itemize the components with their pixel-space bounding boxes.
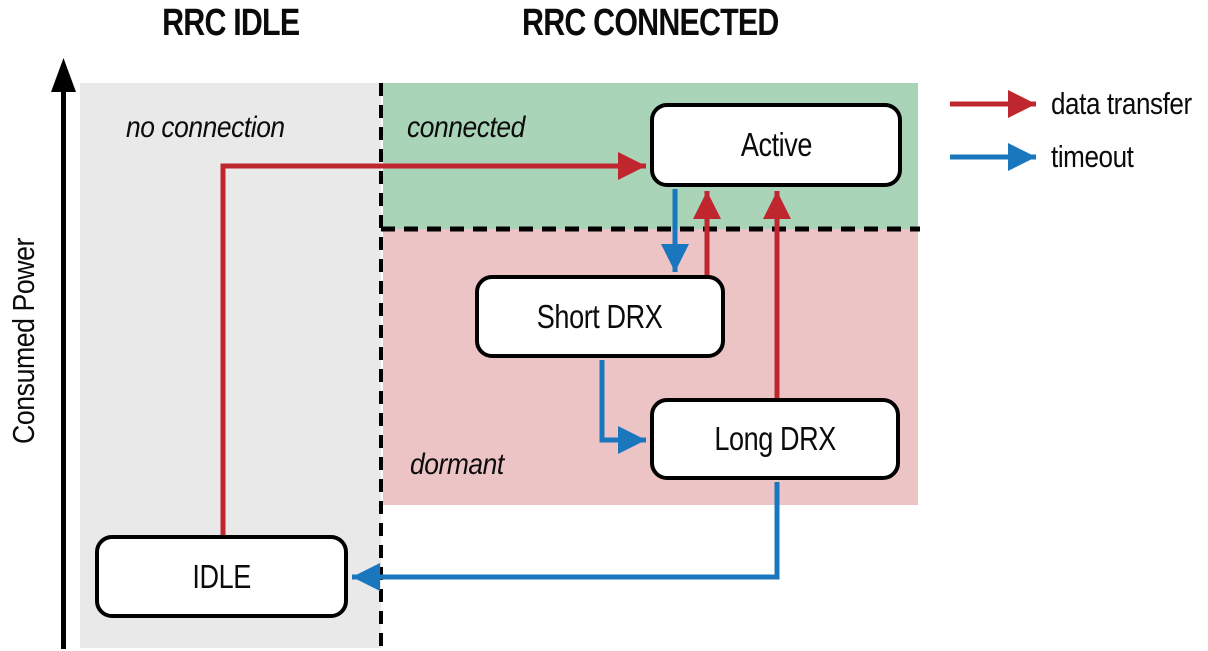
state-node-short-drx: Short DRX bbox=[475, 275, 725, 358]
label-connected: connected bbox=[407, 111, 525, 144]
legend-item-timeout: timeout bbox=[948, 137, 1208, 177]
legend: data transfer timeout bbox=[948, 84, 1208, 190]
timeout-arrow-icon bbox=[950, 143, 1036, 171]
label-no-connection: no connection bbox=[126, 111, 285, 144]
state-node-idle: IDLE bbox=[95, 535, 348, 618]
y-axis-title: Consumed Power bbox=[6, 238, 41, 444]
label-dormant: dormant bbox=[410, 448, 504, 481]
legend-label: data transfer bbox=[1051, 86, 1192, 121]
edge-shortdrx-to-longdrx bbox=[599, 360, 646, 454]
y-axis-arrow-icon bbox=[51, 58, 76, 92]
edge-longdrx-to-idle bbox=[352, 482, 780, 591]
title-rrc-connected: RRC CONNECTED bbox=[522, 2, 779, 44]
data-transfer-arrow-icon bbox=[950, 90, 1036, 118]
title-rrc-idle: RRC IDLE bbox=[161, 2, 300, 44]
state-node-long-drx: Long DRX bbox=[650, 398, 900, 480]
legend-item-data-transfer: data transfer bbox=[948, 84, 1208, 124]
edge-idle-to-active bbox=[220, 152, 646, 535]
state-node-active: Active bbox=[650, 103, 902, 187]
legend-label: timeout bbox=[1051, 139, 1134, 174]
